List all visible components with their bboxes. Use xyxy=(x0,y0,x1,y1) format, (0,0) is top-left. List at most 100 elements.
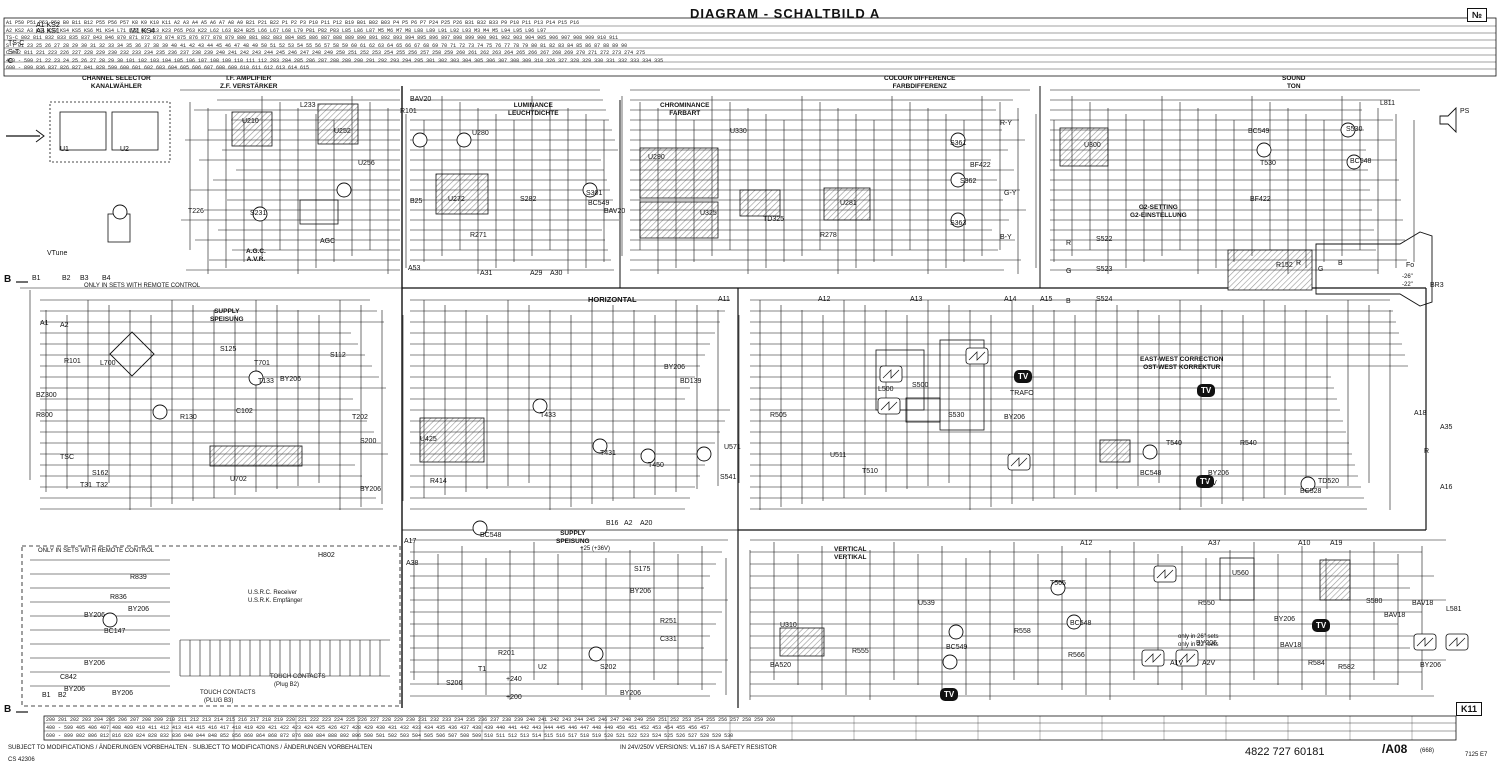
note-tube-26: -26" xyxy=(1402,274,1413,280)
component-label: BY206 xyxy=(128,606,150,613)
note-remote-control-top: ONLY IN SETS WITH REMOTE CONTROL xyxy=(84,283,201,289)
component-label: A3 KS1 xyxy=(36,28,60,35)
component-label: R414 xyxy=(430,478,447,485)
component-label: AGC xyxy=(320,238,336,245)
component-label: BY206 xyxy=(360,486,382,493)
component-label: BA520 xyxy=(770,662,792,669)
component-label: +240 xyxy=(506,676,522,683)
component-label: BF422 xyxy=(970,162,991,169)
diagram-title: DIAGRAM - SCHALTBILD A xyxy=(690,6,881,21)
vertical-output xyxy=(1319,559,1351,601)
tv-badge-3: TV xyxy=(1196,475,1215,488)
component-label: A12 xyxy=(1080,540,1093,547)
remote-control-box xyxy=(21,545,401,707)
component-label: B3 xyxy=(80,275,89,282)
component-label: BY206 xyxy=(280,376,302,383)
component-label: R550 xyxy=(1198,600,1215,607)
component-label: R130 xyxy=(180,414,197,421)
component-label: Fo xyxy=(1406,262,1415,269)
top-ruler-frame xyxy=(3,17,1497,77)
component-label: M1 KS4 xyxy=(130,28,155,35)
component-label: U1 xyxy=(60,146,69,153)
component-label: BC528 xyxy=(1300,488,1322,495)
component-label: G-Y xyxy=(1004,190,1017,197)
component-label: S530 xyxy=(948,412,965,419)
component-label: U2 xyxy=(538,664,547,671)
component-label: U511 xyxy=(830,452,847,459)
component-label: S112 xyxy=(330,352,346,359)
component-label: A13 xyxy=(910,296,923,303)
component-label: U539 xyxy=(918,600,935,607)
transistor xyxy=(532,398,548,414)
component-label: S541 xyxy=(720,474,737,481)
component-label: BY206 xyxy=(112,690,134,697)
transistor xyxy=(942,654,958,670)
bridge-rectifier xyxy=(109,331,155,377)
waveform-trace xyxy=(968,351,986,361)
component-label: A10 xyxy=(1298,540,1311,547)
component-label: BY206 xyxy=(84,612,106,619)
component-label: A38 xyxy=(406,560,419,567)
component-label: A17 xyxy=(404,538,417,545)
sheet-marker: K11 xyxy=(1456,702,1483,716)
component-label: A16 xyxy=(1440,484,1453,491)
component-label: C842 xyxy=(60,674,77,681)
component-label: R201 xyxy=(498,650,515,657)
component-label: C102 xyxy=(236,408,253,415)
component-label: S500 xyxy=(912,382,929,389)
component-label: BC549 xyxy=(588,200,610,207)
sheet-number-badge: № xyxy=(1467,8,1488,22)
component-label: R836 xyxy=(110,594,127,601)
delay-line xyxy=(739,189,781,217)
component-label: R xyxy=(1066,240,1072,247)
component-label: BR3 xyxy=(1430,282,1444,289)
component-label: S530 xyxy=(1346,126,1363,133)
component-label: BC548 xyxy=(1070,620,1092,627)
waveform-trace xyxy=(882,369,900,379)
note-touch-contacts-1-plug: (PLUG B3) xyxy=(204,698,234,704)
waveform-trace xyxy=(1144,653,1162,663)
agc-block xyxy=(299,199,339,225)
transistor xyxy=(950,132,966,148)
transistor xyxy=(112,204,128,220)
note-touch-contacts-1: TOUCH CONTACTS xyxy=(200,690,256,696)
component-label: A19 xyxy=(1330,540,1343,547)
component-label: A14 xyxy=(1004,296,1017,303)
transistor xyxy=(472,520,488,536)
top-ruler-row: 600 - 899 836 837 826 827 841 828 599 60… xyxy=(6,65,310,71)
component-label: R278 xyxy=(820,232,837,239)
component-label: R839 xyxy=(130,574,147,581)
top-ruler-row: A1 P50 P51 P52 P53 B0 B11 B12 P55 P56 P5… xyxy=(6,20,580,26)
component-label: TD325 xyxy=(763,216,785,223)
component-label: B2 xyxy=(58,692,67,699)
component-label: BAV18 xyxy=(1412,600,1434,607)
component-label: G xyxy=(1318,266,1324,273)
component-label: BAV20 xyxy=(410,96,432,103)
component-label: R582 xyxy=(1338,664,1355,671)
note-usrc-receiver: U.S.R.C. Receiver xyxy=(248,590,298,596)
component-label: A18 xyxy=(1414,410,1427,417)
transistor xyxy=(948,624,964,640)
sound-ic xyxy=(1059,127,1109,167)
note-only-22-sets: only in 22" sets xyxy=(1178,642,1219,648)
component-label: S580 xyxy=(1366,598,1383,605)
component-label: U256 xyxy=(358,160,375,167)
component-label: BAV20 xyxy=(604,208,626,215)
component-label: BC548 xyxy=(480,532,502,539)
component-label: A1V xyxy=(1170,660,1184,667)
component-label: R558 xyxy=(1014,628,1031,635)
component-label: A15 xyxy=(1040,296,1053,303)
section-horizontal: HORIZONTAL xyxy=(588,295,637,304)
footer-sheet-code: 7125 E7 xyxy=(1465,752,1488,758)
speaker-icon xyxy=(1439,106,1457,134)
transistor xyxy=(102,612,118,628)
footer-variant-small: (668) xyxy=(1420,748,1435,754)
transistor xyxy=(1066,614,1082,630)
component-label: A35 xyxy=(1440,424,1453,431)
component-label: BY206 xyxy=(1004,414,1026,421)
component-label: A2 xyxy=(624,520,633,527)
note-supply-voltage: +25 (+36V) xyxy=(580,546,611,552)
